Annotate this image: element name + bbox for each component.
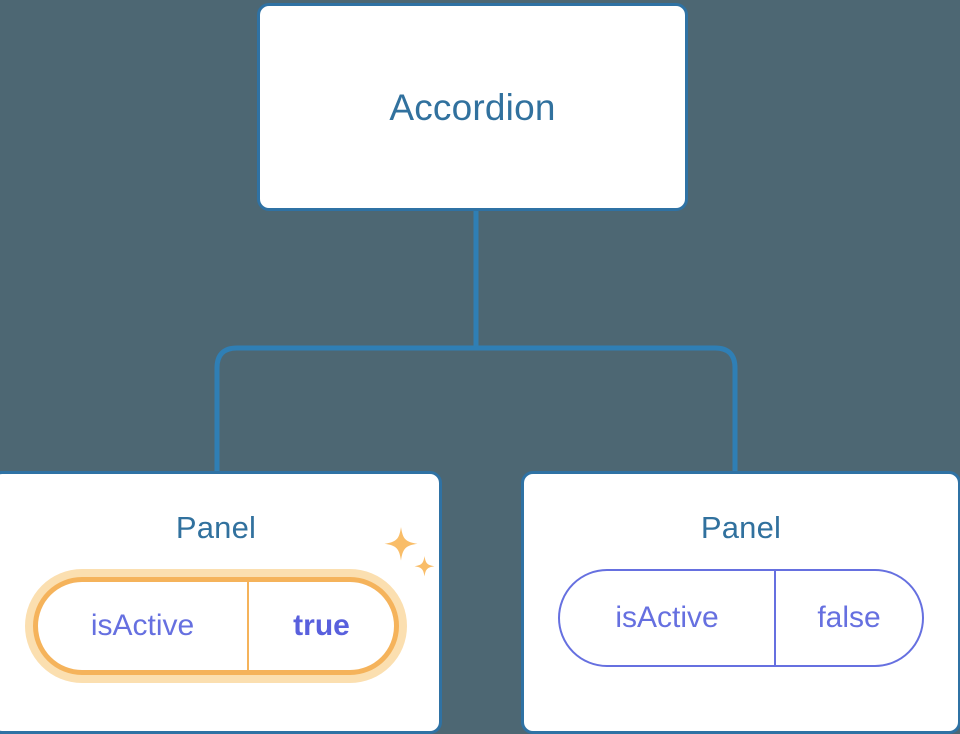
- node-title-panel-active: Panel: [175, 510, 257, 545]
- prop-pill-highlight-glow: isActive true: [25, 569, 407, 683]
- prop-key-isactive: isActive: [560, 571, 776, 665]
- node-accordion[interactable]: Accordion: [257, 3, 688, 211]
- node-panel-inactive[interactable]: Panel isActive false: [521, 471, 960, 734]
- connector-branch-right: [476, 345, 738, 472]
- prop-value-true: true: [293, 609, 350, 642]
- prop-pill-isactive-false[interactable]: isActive false: [558, 569, 924, 667]
- node-title-panel-inactive: Panel: [700, 510, 782, 545]
- node-title-accordion: Accordion: [389, 86, 556, 128]
- sparkle-large-icon: [384, 527, 418, 561]
- prop-pill-wrapper-inactive: isActive false: [558, 569, 924, 667]
- prop-pill-wrapper-active: isActive true: [25, 527, 435, 683]
- prop-pill-isactive-true[interactable]: isActive true: [33, 577, 399, 675]
- sparkle-small-icon: [414, 556, 435, 577]
- node-panel-active[interactable]: Panel isActive true: [0, 471, 442, 734]
- prop-value-false: false: [817, 601, 881, 634]
- connector-branch-left: [214, 345, 476, 472]
- prop-key-isactive: isActive: [38, 582, 249, 670]
